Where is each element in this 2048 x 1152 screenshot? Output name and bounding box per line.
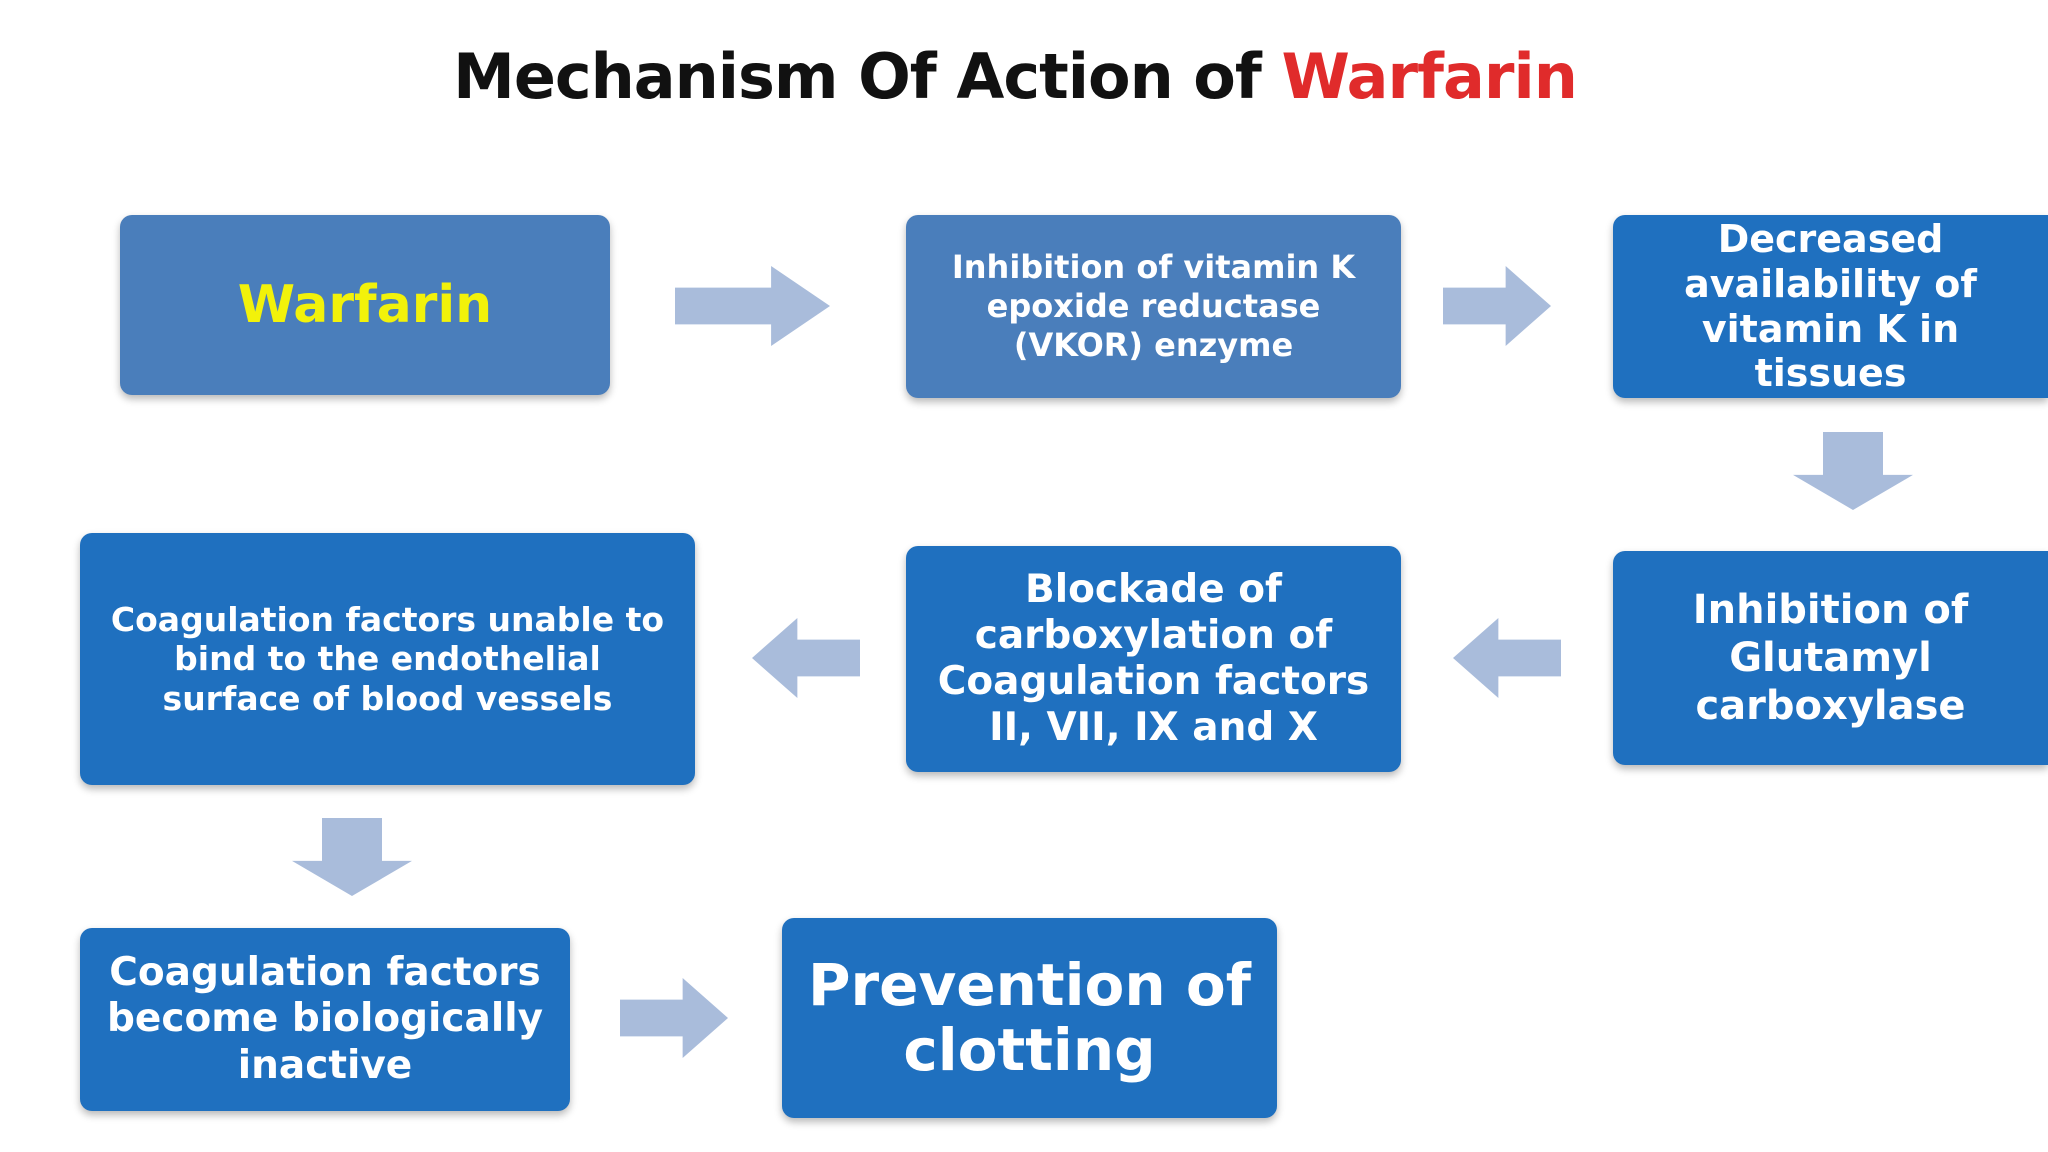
- title-prefix: Mechanism Of Action of: [453, 40, 1282, 113]
- node-vkor: Inhibition of vitamin K epoxide reductas…: [906, 215, 1401, 398]
- node-warfarin-label: Warfarin: [237, 275, 493, 335]
- node-glutamyl-carboxylase-label: Inhibition of Glutamyl carboxylase: [1692, 587, 1969, 729]
- node-vitamin-k-availability: Decreased availability of vitamin K in t…: [1613, 215, 2048, 398]
- node-biologically-inactive-label: Coagulation factors become biologically …: [106, 950, 544, 1088]
- arrow-blockade-to-unable: [752, 618, 860, 698]
- node-prevention-of-clotting: Prevention of clotting: [782, 918, 1277, 1118]
- node-vitamin-k-availability-label: Decreased availability of vitamin K in t…: [1684, 216, 1977, 396]
- arrow-glutamyl-to-blockade: [1453, 618, 1561, 698]
- node-blockade-carboxylation: Blockade of carboxylation of Coagulation…: [906, 546, 1401, 772]
- node-warfarin: Warfarin: [120, 215, 610, 395]
- node-prevention-of-clotting-label: Prevention of clotting: [808, 951, 1251, 1084]
- node-unable-to-bind: Coagulation factors unable to bind to th…: [80, 533, 695, 785]
- arrow-vitk-to-glutamyl: [1793, 432, 1913, 510]
- page-title: Mechanism Of Action of Warfarin: [0, 40, 2030, 113]
- node-blockade-carboxylation-label: Blockade of carboxylation of Coagulation…: [937, 566, 1370, 751]
- node-glutamyl-carboxylase: Inhibition of Glutamyl carboxylase: [1613, 551, 2048, 765]
- node-vkor-label: Inhibition of vitamin K epoxide reductas…: [951, 247, 1356, 365]
- arrow-warfarin-to-vkor: [675, 266, 830, 346]
- arrow-inactive-to-prevention: [620, 978, 728, 1058]
- node-biologically-inactive: Coagulation factors become biologically …: [80, 928, 570, 1111]
- title-highlight: Warfarin: [1281, 40, 1577, 113]
- node-unable-to-bind-label: Coagulation factors unable to bind to th…: [110, 599, 665, 718]
- arrow-vkor-to-vitk: [1443, 266, 1551, 346]
- arrow-unable-to-inactive: [292, 818, 412, 896]
